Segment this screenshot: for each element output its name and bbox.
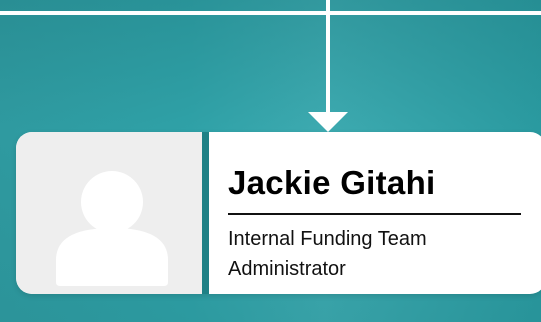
person-name: Jackie Gitahi [228,164,436,201]
org-connector [0,0,541,132]
role-line: Internal Funding Team [228,228,427,250]
name-underline [228,213,521,215]
avatar [16,132,202,294]
person-role: Internal Funding Team Administrator [228,224,427,284]
arrow-down-icon [308,112,348,132]
role-line: Administrator [228,258,346,280]
person-silhouette-icon [56,171,168,286]
profile-card: Jackie Gitahi Internal Funding Team Admi… [16,132,541,294]
card-divider [202,132,209,294]
